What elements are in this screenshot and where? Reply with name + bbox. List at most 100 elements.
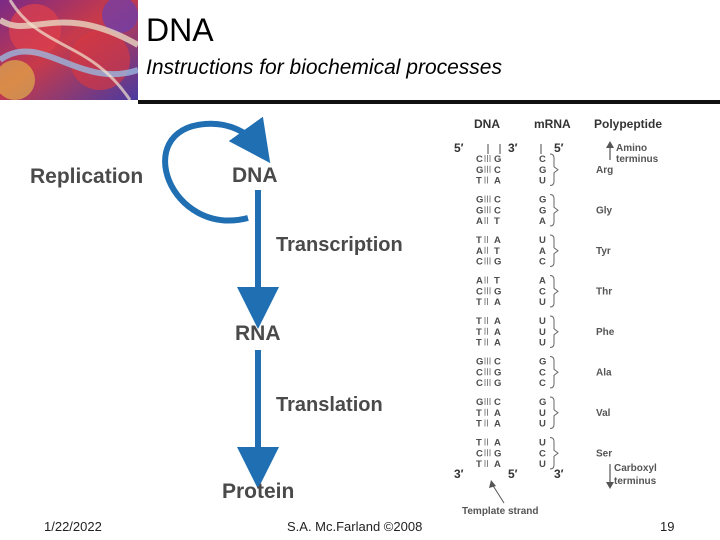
mrna-base: U — [539, 235, 546, 246]
dna-base-left: T — [476, 419, 482, 430]
label-dna: DNA — [232, 164, 278, 187]
label-rna: RNA — [235, 322, 281, 345]
dna-base-right: G — [494, 257, 501, 268]
amino-acid-label: Tyr — [596, 246, 611, 257]
mrna-base: U — [539, 316, 546, 327]
amino-acid-label: Ala — [596, 367, 612, 378]
dna-base-left: T — [476, 327, 482, 338]
dna-base-left: T — [476, 316, 482, 327]
dna-left-3prime: 3′ — [454, 467, 464, 481]
dna-right-5prime: 5′ — [508, 467, 518, 481]
dna-base-right: A — [494, 235, 501, 246]
replication-loop-arrow — [162, 116, 271, 224]
dna-base-left: G — [476, 205, 483, 216]
amino-terminus-line2: terminus — [616, 154, 659, 165]
mrna-base: G — [539, 195, 546, 206]
mrna-base: U — [539, 297, 546, 308]
mrna-base: C — [539, 448, 546, 459]
dna-base-right: G — [494, 367, 501, 378]
label-replication: Replication — [30, 165, 143, 188]
mrna-base: A — [539, 216, 546, 227]
dna-base-left: A — [476, 246, 483, 257]
mrna-base: U — [539, 438, 546, 449]
dna-base-right: A — [494, 338, 501, 349]
mrna-base: U — [539, 176, 546, 187]
dna-base-right: G — [494, 286, 501, 297]
amino-acid-label: Ser — [596, 448, 612, 459]
amino-acid-label: Val — [596, 408, 611, 419]
dna-base-left: C — [476, 448, 483, 459]
dna-base-left: G — [476, 195, 483, 206]
dna-base-left: C — [476, 378, 483, 389]
dna-base-right: T — [494, 246, 500, 257]
mrna-base: G — [539, 397, 546, 408]
mrna-5prime: 5′ — [554, 141, 564, 155]
mrna-base: U — [539, 419, 546, 430]
mrna-base: C — [539, 257, 546, 268]
mrna-base: G — [539, 357, 546, 368]
dna-base-left: G — [476, 165, 483, 176]
dna-base-right: A — [494, 459, 501, 470]
dna-base-right: G — [494, 154, 501, 165]
amino-terminus-line1: Amino — [616, 143, 647, 154]
mrna-base: C — [539, 286, 546, 297]
dna-base-right: C — [494, 357, 501, 368]
mrna-base: C — [539, 154, 546, 165]
header-mrna: mRNA — [534, 117, 571, 131]
dna-base-left: C — [476, 154, 483, 165]
template-strand-label: Template strand — [462, 506, 539, 517]
amino-acid-label: Thr — [596, 286, 612, 297]
footer-author: S.A. Mc.Farland ©2008 — [287, 519, 423, 534]
dna-base-left: C — [476, 257, 483, 268]
codon-bracket — [549, 315, 559, 348]
slide-subtitle: Instructions for biochemical processes — [146, 56, 502, 79]
codon-bracket — [549, 356, 559, 389]
dna-base-right: A — [494, 438, 501, 449]
codon-bracket — [549, 234, 559, 267]
title-divider — [138, 100, 720, 104]
mrna-base: C — [539, 378, 546, 389]
dna-base-left: C — [476, 286, 483, 297]
dna-left-5prime: 5′ — [454, 141, 464, 155]
codon-bracket — [549, 437, 559, 470]
dna-base-left: A — [476, 216, 483, 227]
dna-base-right: A — [494, 327, 501, 338]
dna-base-left: G — [476, 357, 483, 368]
dna-base-right: A — [494, 408, 501, 419]
label-protein: Protein — [222, 480, 294, 503]
mrna-base: U — [539, 338, 546, 349]
dna-base-left: T — [476, 176, 482, 187]
mrna-base: C — [539, 367, 546, 378]
codon-table: DNA mRNA Polypeptide 5′ 3′ 5′ Amino term… — [454, 117, 662, 517]
codon-bracket — [549, 275, 559, 308]
dna-base-left: A — [476, 276, 483, 287]
dna-base-right: G — [494, 448, 501, 459]
amino-acid-label: Gly — [596, 205, 613, 216]
amino-acid-label: Phe — [596, 327, 615, 338]
dna-logo-image — [0, 0, 138, 100]
mrna-base: G — [539, 165, 546, 176]
dna-base-left: T — [476, 408, 482, 419]
carboxyl-terminus-line1: Carboxyl — [614, 463, 657, 474]
footer-page-number: 19 — [660, 519, 675, 534]
mrna-base: A — [539, 246, 546, 257]
dna-base-left: T — [476, 235, 482, 246]
dna-base-right: A — [494, 176, 501, 187]
mrna-base: U — [539, 327, 546, 338]
label-translation: Translation — [276, 394, 383, 416]
header-dna: DNA — [474, 117, 500, 131]
header-polypeptide: Polypeptide — [594, 117, 662, 131]
dna-base-right: G — [494, 378, 501, 389]
codon-bracket — [549, 396, 559, 429]
dna-base-left: T — [476, 338, 482, 349]
dna-base-right: C — [494, 205, 501, 216]
dna-base-left: T — [476, 459, 482, 470]
mrna-base: U — [539, 408, 546, 419]
mrna-base: G — [539, 205, 546, 216]
amino-acid-label: Arg — [596, 165, 613, 176]
slide-title: DNA — [146, 12, 214, 48]
dna-base-left: C — [476, 367, 483, 378]
dna-base-left: T — [476, 438, 482, 449]
mrna-base: A — [539, 276, 546, 287]
dna-base-right: A — [494, 419, 501, 430]
